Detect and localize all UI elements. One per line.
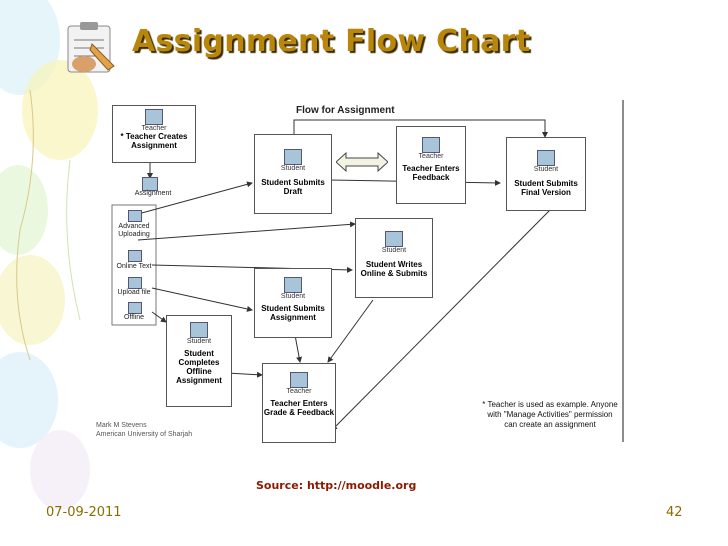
box-teacher-feedback: Teacher Teacher Enters Feedback — [396, 126, 466, 204]
box-action: Student Submits Final Version — [514, 179, 578, 197]
box-action: Student Submits Assignment — [261, 304, 325, 322]
box-completes-offline: Student Student Completes Offline Assign… — [166, 315, 232, 407]
flow-diagram: Flow for Assignment Teacher * Teacher Cr… — [90, 100, 626, 445]
box-final-version: Student Student Submits Final Version — [506, 137, 586, 211]
person-icon — [145, 109, 163, 125]
box-action: Student Writes Online & Submits — [360, 260, 428, 278]
box-role: Teacher — [141, 125, 167, 132]
type-label-offline: Offline — [123, 314, 145, 321]
box-writes-online: Student Student Writes Online & Submits — [355, 218, 433, 298]
box-role: Student — [186, 338, 212, 345]
credit-org: American University of Sharjah — [96, 431, 193, 438]
person-icon — [537, 150, 555, 166]
box-role: Student — [280, 165, 306, 172]
type-label-assignment: Assignment — [134, 190, 172, 197]
footnote: * Teacher is used as example. Anyone wit… — [482, 400, 618, 429]
type-label-advanced: Advanced Uploading — [118, 223, 150, 238]
box-teacher-creates: Teacher * Teacher Creates Assignment — [112, 105, 196, 163]
box-action: Teacher Enters Grade & Feedback — [263, 399, 335, 417]
box-role: Student — [280, 293, 306, 300]
type-label-upload: Upload file — [117, 289, 151, 296]
clipboard-icon — [62, 18, 124, 76]
person-icon — [284, 149, 302, 165]
diagram-title: Flow for Assignment — [296, 105, 395, 116]
person-icon — [290, 372, 308, 388]
footer-date: 07-09-2011 — [46, 505, 122, 520]
person-icon — [422, 137, 440, 153]
box-submits-draft: Student Student Submits Draft — [254, 134, 332, 214]
box-action: Student Submits Draft — [261, 178, 325, 196]
box-submits-assignment: Student Student Submits Assignment — [254, 268, 332, 338]
slide-title: Assignment Flow Chart — [132, 24, 531, 59]
box-action: * Teacher Creates Assignment — [120, 132, 188, 150]
person-icon — [190, 322, 208, 338]
box-role: Teacher — [418, 153, 444, 160]
source-note: Source: http://moodle.org — [256, 479, 417, 492]
document-icon — [128, 277, 142, 289]
document-icon — [142, 177, 158, 191]
box-role: Student — [533, 166, 559, 173]
document-icon — [128, 250, 142, 262]
person-icon — [385, 231, 403, 247]
box-grade-feedback: Teacher Teacher Enters Grade & Feedback — [262, 363, 336, 443]
box-action: Student Completes Offline Assignment — [176, 349, 222, 385]
double-arrow-icon — [335, 151, 389, 173]
type-label-online: Online Text — [116, 263, 152, 270]
box-role: Teacher — [286, 388, 312, 395]
person-icon — [284, 277, 302, 293]
document-icon — [128, 210, 142, 222]
box-role: Student — [381, 247, 407, 254]
box-action: Teacher Enters Feedback — [402, 164, 460, 182]
document-icon — [128, 302, 142, 314]
page-number: 42 — [666, 505, 683, 520]
flow-connectors — [111, 100, 624, 442]
credit-name: Mark M Stevens — [96, 422, 147, 429]
balloon-background — [0, 0, 98, 510]
